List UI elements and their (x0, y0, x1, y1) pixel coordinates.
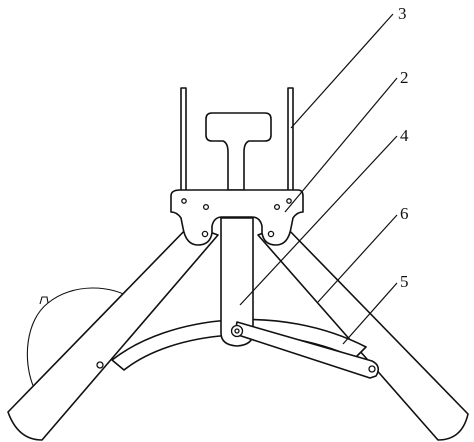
part-label-3: 3 (398, 4, 407, 23)
leader-line-3 (290, 13, 394, 129)
leader-line-5 (342, 282, 398, 345)
part-label-6: 6 (400, 204, 409, 223)
disc-tab (39, 296, 49, 305)
pin-hole (286, 198, 292, 204)
pin-hole (273, 203, 281, 211)
pivot-pin-inner (234, 328, 240, 334)
part-label-4: 4 (400, 126, 409, 145)
pin-hole (202, 203, 210, 211)
pin-hole (181, 198, 187, 204)
right-arm (257, 224, 469, 441)
leader-line-2 (284, 77, 398, 213)
part-label-2: 2 (400, 68, 409, 87)
guide-rod-left (180, 87, 187, 197)
pin-hole (368, 365, 376, 373)
part-label-5: 5 (400, 272, 409, 291)
leader-line-4 (239, 135, 398, 306)
pin-hole (267, 230, 275, 238)
left-arm (7, 224, 219, 441)
t-head-part (205, 112, 272, 191)
link-plate (234, 321, 380, 379)
pin-hole (201, 230, 209, 238)
curved-bar (111, 318, 367, 371)
pin-hole (96, 361, 104, 369)
guide-rod-right (287, 87, 294, 197)
leader-line-6 (317, 214, 398, 303)
